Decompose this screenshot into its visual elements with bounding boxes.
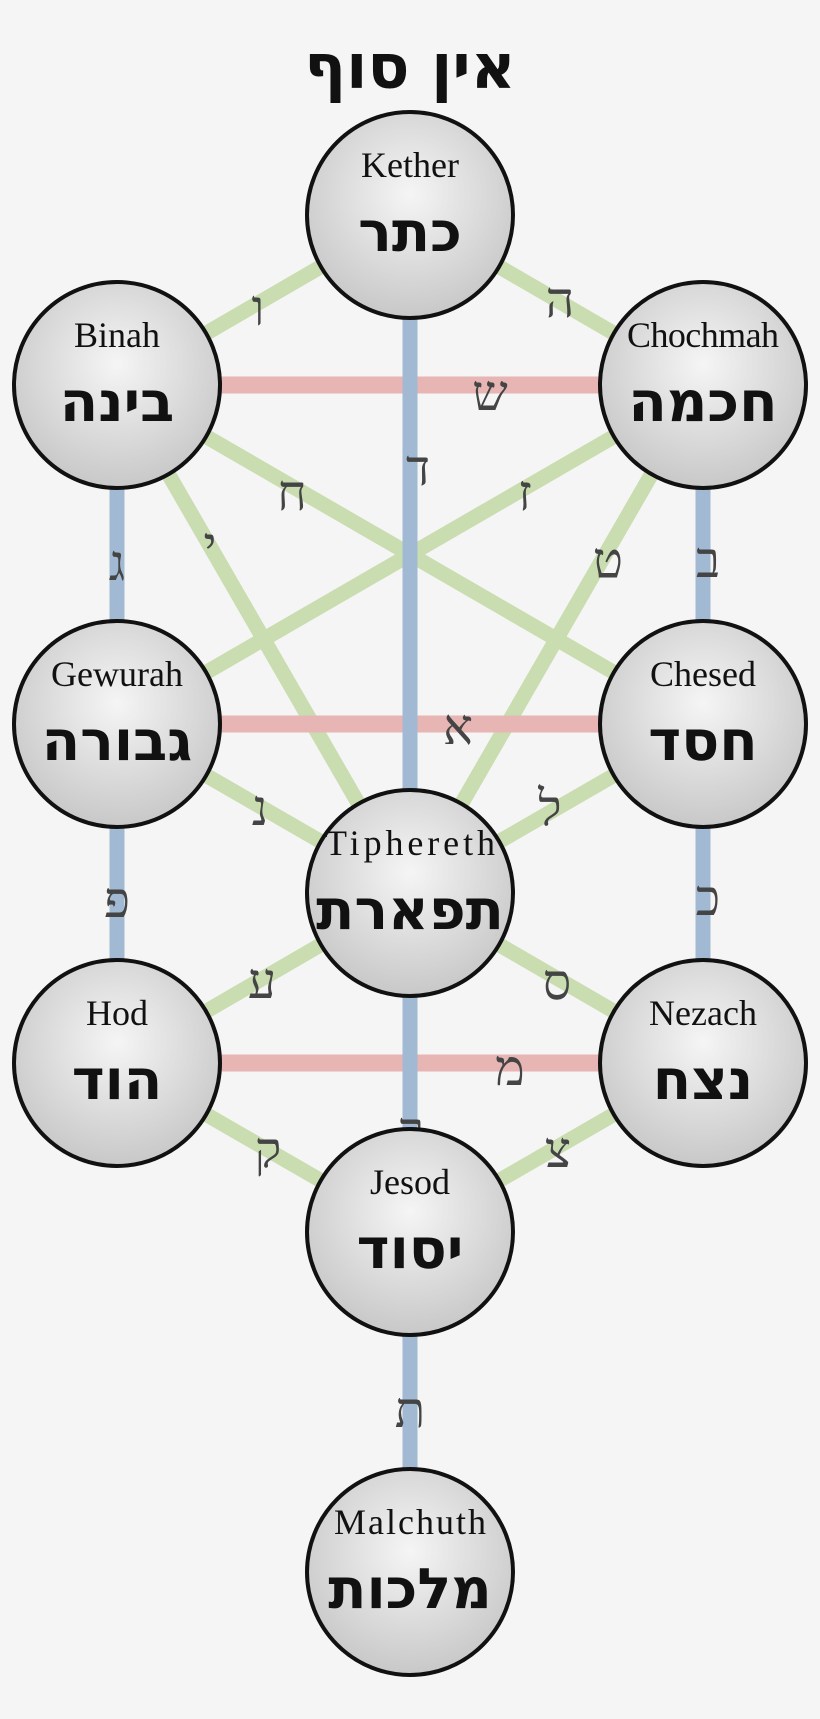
path-nezach-jesod-letter: צ <box>545 1121 571 1179</box>
path-chochmah-tiphereth-letter: ט <box>593 531 623 589</box>
path-letters-layer: והדשחזיטגבאנלפכעסמרקצת <box>104 271 720 1439</box>
sephirah-kether-circle <box>305 110 515 320</box>
path-binah-gewurah-letter: ג <box>109 534 126 592</box>
sephirah-chochmah-hebrew-name: חכמה <box>628 370 777 435</box>
sephirah-malchuth-circle <box>305 1467 515 1677</box>
path-chochmah-gewurah-letter: ז <box>518 464 532 522</box>
path-chochmah-chesed-letter: ב <box>696 531 720 589</box>
sephirah-gewurah-hebrew-name: גבורה <box>42 709 193 774</box>
sephirah-chesed-english-name: Chesed <box>650 654 756 694</box>
sephirah-nezach: Nezach נצח <box>598 958 808 1168</box>
path-tiphereth-nezach-letter: ס <box>543 953 571 1011</box>
sephirah-kether: Kether כתר <box>305 110 515 320</box>
sephirah-hod: Hod הוד <box>12 958 222 1168</box>
sephirah-nezach-circle <box>598 958 808 1168</box>
sephirah-chochmah-english-name: Chochmah <box>627 315 779 355</box>
sephirah-jesod-english-name: Jesod <box>370 1162 450 1202</box>
path-gewurah-hod-letter: פ <box>104 871 130 929</box>
path-hod-jesod-letter: ק <box>255 1121 282 1179</box>
sephirah-binah: Binah בינה <box>12 280 222 490</box>
path-gewurah-tiphereth-letter: נ <box>252 779 268 837</box>
sephirah-jesod: Jesod יסוד <box>305 1127 515 1337</box>
sephirah-malchuth-english-name: Malchuth <box>334 1502 486 1542</box>
sephirah-chochmah: Chochmah חכמה <box>598 280 808 490</box>
sephirah-tiphereth-english-name: Tiphereth <box>325 823 495 863</box>
path-chesed-nezach-letter: כ <box>696 869 720 927</box>
sephirah-binah-circle <box>12 280 222 490</box>
path-binah-chesed-letter: ח <box>277 464 307 522</box>
sephirah-kether-english-name: Kether <box>361 145 459 185</box>
sephirah-jesod-hebrew-name: יסוד <box>357 1217 464 1282</box>
path-hod-nezach-letter: מ <box>495 1039 525 1097</box>
sephirah-kether-hebrew-name: כתר <box>358 200 462 265</box>
path-kether-binah-letter: ו <box>252 279 265 337</box>
sephirah-chesed-circle <box>598 619 808 829</box>
sephirah-hod-circle <box>12 958 222 1168</box>
sephirah-binah-english-name: Binah <box>74 315 160 355</box>
sephirah-binah-hebrew-name: בינה <box>60 370 175 435</box>
path-binah-tiphereth-letter: י <box>203 516 216 574</box>
path-kether-chochmah-letter: ה <box>546 271 575 329</box>
sephirah-hod-hebrew-name: הוד <box>72 1048 163 1113</box>
sephirah-chesed: Chesed חסד <box>598 619 808 829</box>
sephirah-gewurah-english-name: Gewurah <box>51 654 183 694</box>
path-gewurah-chesed-letter: א <box>443 698 473 756</box>
sephirah-gewurah: Gewurah גבורה <box>12 619 222 829</box>
sephirah-nezach-hebrew-name: נצח <box>653 1048 753 1113</box>
sephirah-jesod-circle <box>305 1127 515 1337</box>
sephirah-tiphereth-hebrew-name: תפארת <box>316 878 504 943</box>
diagram-title: אין סוף <box>304 30 516 103</box>
sephirah-tiphereth-circle <box>305 788 515 998</box>
path-tiphereth-hod-letter: ע <box>248 952 276 1010</box>
sephirah-chochmah-circle <box>598 280 808 490</box>
sephiroth-layer: KetherכתרChochmahחכמהBinahבינהChesedחסדG… <box>12 110 808 1677</box>
path-binah-chochmah-letter: ש <box>472 364 508 422</box>
sephirah-tiphereth: Tiphereth תפארת <box>305 788 515 998</box>
path-chesed-tiphereth-letter: ל <box>537 779 561 837</box>
sephirah-malchuth-hebrew-name: מלכות <box>328 1557 492 1622</box>
path-jesod-malchuth-letter: ת <box>395 1381 426 1439</box>
sephirah-chesed-hebrew-name: חסד <box>648 709 757 774</box>
sephirah-gewurah-circle <box>12 619 222 829</box>
path-kether-tiphereth-letter: ד <box>406 439 430 497</box>
sephirah-malchuth: Malchuth מלכות <box>305 1467 515 1677</box>
sephirah-hod-english-name: Hod <box>86 993 148 1033</box>
sephirah-nezach-english-name: Nezach <box>649 993 757 1033</box>
